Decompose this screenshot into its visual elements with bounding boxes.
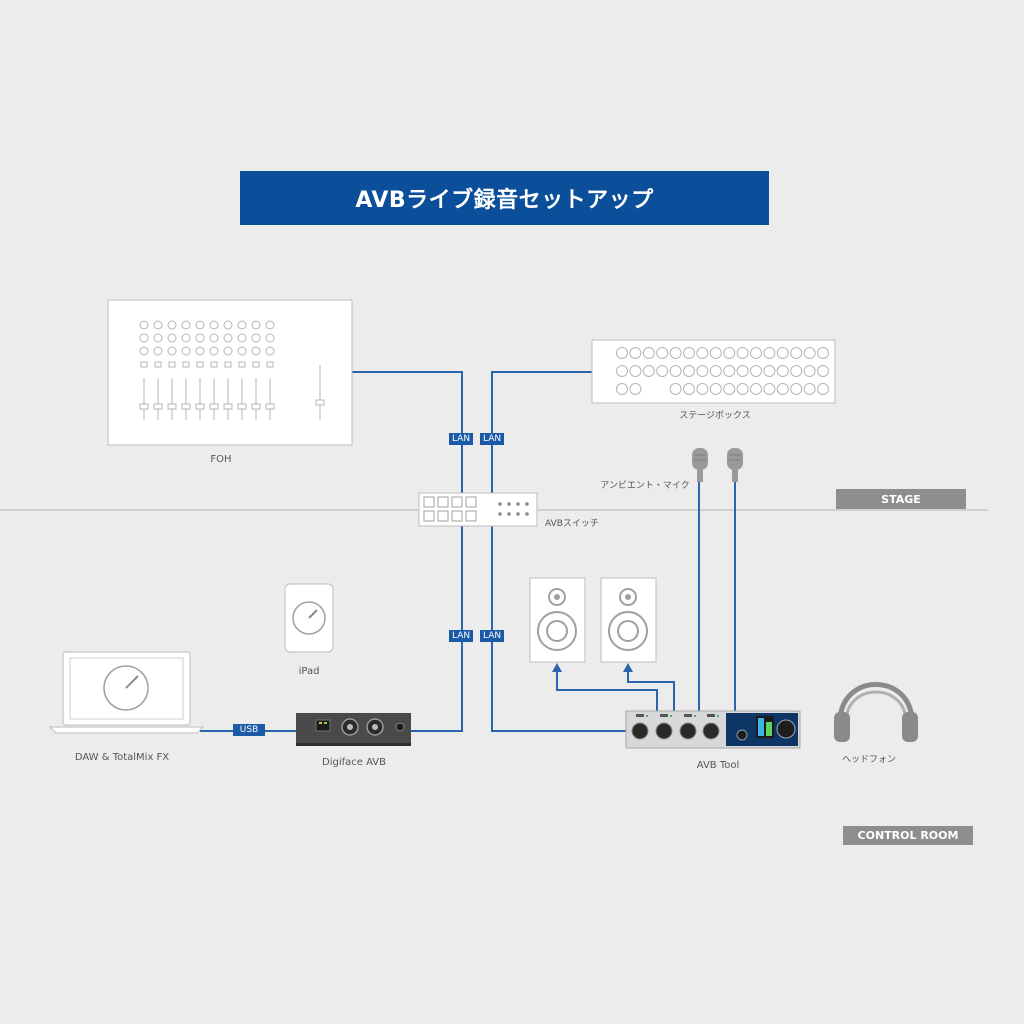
digiface-lan-cable	[411, 526, 463, 732]
headphones-icon	[834, 682, 918, 742]
switch-label: AVBスイッチ	[545, 519, 599, 529]
usb-tag: USB	[233, 724, 265, 736]
stagebox-lan-cable	[491, 371, 592, 498]
laptop-label: DAW & TotalMix FX	[74, 752, 170, 763]
avbtool-lan-cable	[491, 526, 626, 732]
digiface-label: Digiface AVB	[322, 757, 386, 768]
control-room-zone-tag: CONTROL ROOM	[843, 826, 973, 845]
foh-lan-cable	[352, 371, 463, 498]
avb-tool-icon	[625, 710, 801, 749]
lan-tag: LAN	[480, 630, 505, 642]
foh-console-icon	[107, 299, 353, 446]
page-title: AVBライブ録音セットアップ	[240, 171, 769, 225]
lan-tag: LAN	[480, 433, 505, 445]
speaker1-cable	[556, 668, 658, 711]
stagebox-icon	[591, 339, 836, 404]
lan-tag: LAN	[449, 433, 474, 445]
monitor-speaker-icon	[529, 577, 657, 663]
stage-zone-tag: STAGE	[836, 489, 966, 509]
laptop-icon	[48, 651, 205, 734]
headphones-label: ヘッドフォン	[841, 755, 897, 765]
ambient-mic-icon	[692, 448, 743, 482]
speaker2-cable	[627, 668, 675, 711]
lan-tag: LAN	[449, 630, 474, 642]
ipad-label: iPad	[298, 666, 320, 677]
stagebox-label: ステージボックス	[679, 411, 751, 421]
digiface-avb-icon	[296, 713, 411, 746]
avb-tool-label: AVB Tool	[696, 760, 740, 771]
ipad-icon	[284, 583, 334, 653]
ambient-mic-label: アンビエント・マイク	[600, 481, 690, 491]
foh-label: FOH	[210, 454, 232, 465]
avb-switch-icon	[418, 492, 538, 527]
